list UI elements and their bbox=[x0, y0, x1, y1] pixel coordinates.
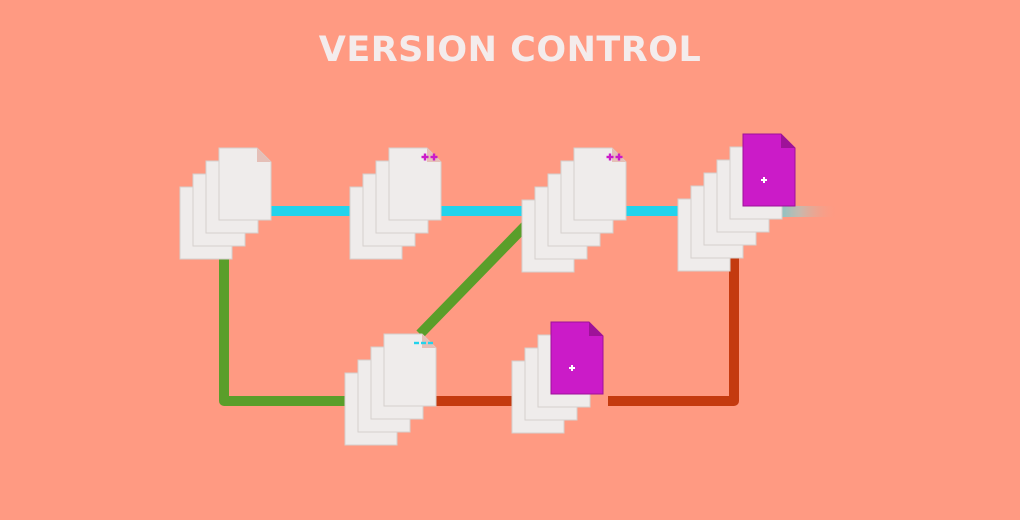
commit-node-1 bbox=[179, 147, 272, 260]
document-page bbox=[573, 147, 627, 221]
connector-node-5-to-node-3 bbox=[416, 220, 531, 338]
commit-node-3 bbox=[521, 147, 627, 273]
document-page bbox=[388, 147, 442, 221]
page-title: VERSION CONTROL bbox=[318, 30, 702, 70]
connector-node-6-to-node-4 bbox=[608, 245, 739, 406]
commit-node-5 bbox=[344, 333, 437, 446]
document-page bbox=[550, 321, 604, 395]
document-page bbox=[742, 133, 796, 207]
commit-node-6 bbox=[511, 321, 604, 434]
commit-node-4 bbox=[677, 133, 796, 272]
commit-nodes bbox=[179, 133, 796, 446]
document-page bbox=[383, 333, 437, 407]
document-page bbox=[218, 147, 272, 221]
commit-node-2 bbox=[349, 147, 442, 260]
connector-node-1-to-node-5 bbox=[219, 250, 352, 406]
